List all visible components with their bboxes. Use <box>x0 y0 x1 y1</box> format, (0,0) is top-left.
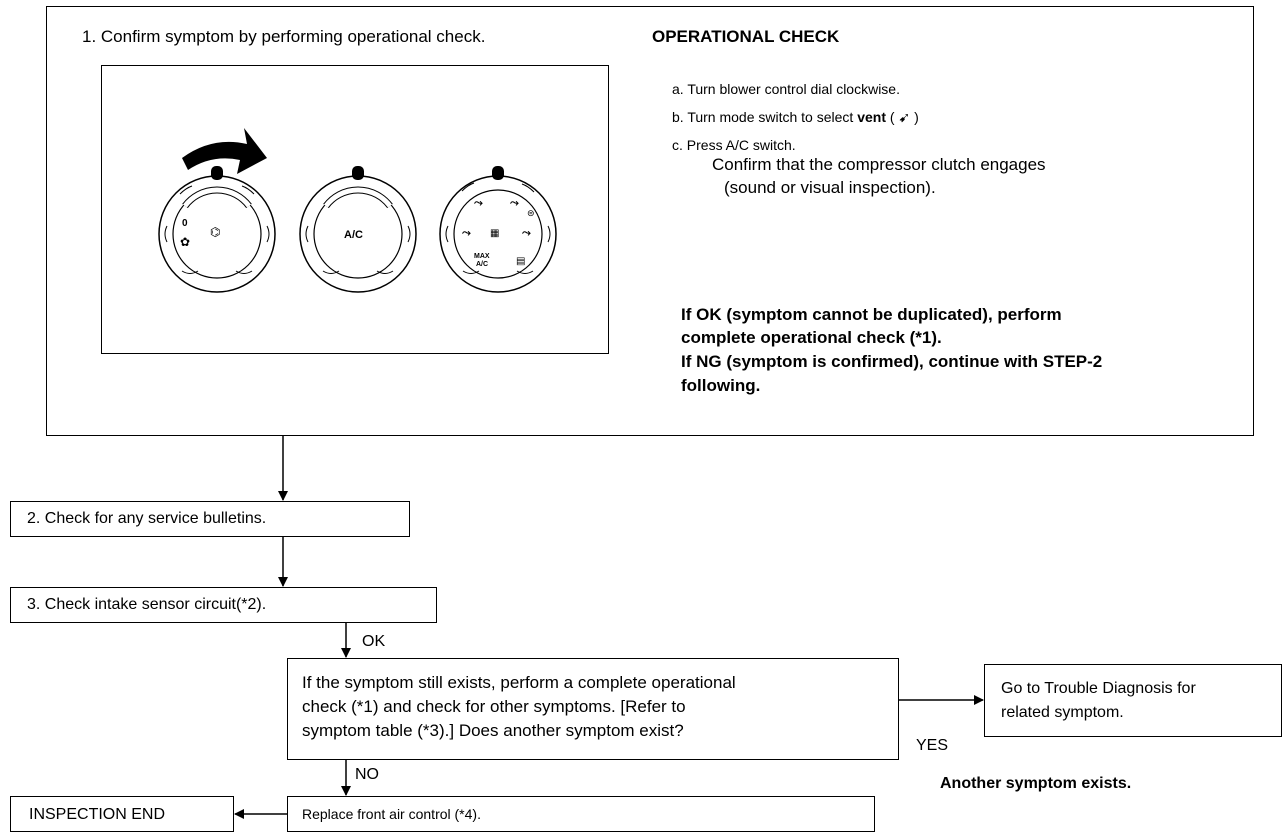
op-check-item-a: a. Turn blower control dial clockwise. <box>672 81 900 97</box>
op-check-item-b: b. Turn mode switch to select vent ( ➹ ) <box>672 108 919 126</box>
inspection-end-label: INSPECTION END <box>29 806 166 823</box>
step2-box: 2. Check for any service bulletins. <box>10 501 410 537</box>
svg-text:▦: ▦ <box>490 228 499 239</box>
another-symptom-label: Another symptom exists. <box>940 775 1132 792</box>
ac-dial-icon: A/C <box>299 166 417 293</box>
op-check-item-b-vent: vent <box>857 109 886 125</box>
svg-text:▤: ▤ <box>516 256 525 267</box>
yes-label: YES <box>916 737 949 754</box>
trouble-line2: related symptom. <box>1001 704 1124 721</box>
mode-max-label: MAX <box>474 253 490 260</box>
operational-check-heading: OPERATIONAL CHECK <box>652 27 840 46</box>
step3-box: 3. Check intake sensor circuit(*2). <box>10 587 437 623</box>
trouble-line1: Go to Trouble Diagnosis for <box>1001 680 1196 697</box>
op-check-confirm-line2: (sound or visual inspection). <box>724 178 936 197</box>
decision-line3: symptom table (*3).] Does another sympto… <box>302 721 684 740</box>
fan-icon: ✿ <box>180 235 190 249</box>
replace-label: Replace front air control (*4). <box>302 806 481 822</box>
if-ok-line1: If OK (symptom cannot be duplicated), pe… <box>681 305 1062 324</box>
step2-label: 2. Check for any service bulletins. <box>27 510 267 527</box>
inspection-end-box: INSPECTION END <box>10 796 234 832</box>
decision-line2: check (*1) and check for other symptoms.… <box>302 697 686 716</box>
clockwise-arrow-icon <box>182 128 267 174</box>
trouble-diagnosis-box: Go to Trouble Diagnosis for related symp… <box>984 664 1282 737</box>
step1-title: 1. Confirm symptom by performing operati… <box>82 27 486 46</box>
svg-text:⤳: ⤳ <box>474 196 483 209</box>
op-check-item-b-prefix: b. Turn mode switch to select <box>672 109 854 125</box>
if-ng-line1: If NG (symptom is confirmed), continue w… <box>681 352 1103 371</box>
mode-max-sub: A/C <box>476 261 488 268</box>
decision-line1: If the symptom still exists, perform a c… <box>302 673 736 692</box>
svg-text:⤳: ⤳ <box>462 226 471 239</box>
decision-box: If the symptom still exists, perform a c… <box>287 658 899 760</box>
svg-text:⤳: ⤳ <box>522 226 531 239</box>
blower-zero-label: 0 <box>182 218 188 229</box>
vent-mode-icon: ( ➹ ) <box>889 109 919 125</box>
svg-text:⤳: ⤳ <box>510 196 519 209</box>
mode-dial-icon: ⤳ ⤳ ⤳ ▦ ⤳ ⊜ MAX A/C ▤ <box>439 166 557 293</box>
control-panel-drawing: 0 ✿ ⌬ A/C ⤳ ⤳ ⤳ ▦ ⤳ ⊜ MAX A/C <box>158 128 557 293</box>
if-ok-line2: complete operational check (*1). <box>681 328 942 347</box>
control-panel-illustration: 0 ✿ ⌬ A/C ⤳ ⤳ ⤳ ▦ ⤳ ⊜ MAX A/C <box>101 65 609 354</box>
airflow-icon: ⌬ <box>210 225 220 239</box>
if-ng-line2: following. <box>681 376 761 395</box>
svg-text:⊜: ⊜ <box>527 209 535 219</box>
op-check-item-c: c. Press A/C switch. <box>672 137 796 153</box>
ok-label: OK <box>362 633 386 650</box>
replace-box: Replace front air control (*4). <box>287 796 875 832</box>
no-label: NO <box>355 766 379 783</box>
step3-label: 3. Check intake sensor circuit(*2). <box>27 596 267 613</box>
blower-dial-icon: 0 ✿ ⌬ <box>158 166 276 293</box>
op-check-confirm-line1: Confirm that the compressor clutch engag… <box>712 155 1046 174</box>
ac-dial-label: A/C <box>344 229 363 241</box>
